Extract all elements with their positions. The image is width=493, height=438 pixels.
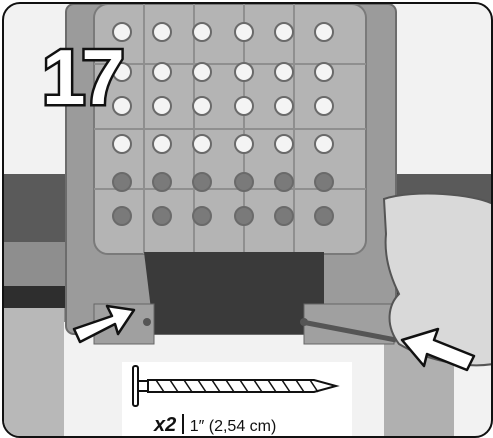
screw-thread (309, 379, 319, 393)
peg-hole (314, 134, 334, 154)
peg-hole (274, 172, 294, 192)
hardware-size: 1″ (2,54 cm) (189, 418, 277, 435)
peg-hole (274, 62, 294, 82)
peg-hole (112, 134, 132, 154)
assembly-illustration (4, 4, 491, 436)
peg-hole (274, 206, 294, 226)
peg-hole (234, 62, 254, 82)
hardware-callout (122, 362, 352, 436)
caption-divider (182, 414, 184, 434)
bracket-block (144, 252, 324, 334)
hardware-quantity: x2 (154, 414, 177, 436)
screw-thread (225, 379, 235, 393)
peg-hole (274, 134, 294, 154)
peg-hole (234, 22, 254, 42)
peg-hole (152, 172, 172, 192)
peg-hole (112, 96, 132, 116)
peg-hole (152, 22, 172, 42)
screw-thread (281, 379, 291, 393)
peg-hole (192, 62, 212, 82)
screw-thread (253, 379, 263, 393)
screw-thread (239, 379, 249, 393)
peg-hole (192, 96, 212, 116)
peg-hole (112, 172, 132, 192)
peg-hole (234, 96, 254, 116)
step-number: 17 (40, 33, 128, 121)
peg-hole (314, 22, 334, 42)
screw-thread (211, 379, 221, 393)
left-screw-hole (143, 318, 151, 326)
screwdriver-shaft (301, 319, 397, 343)
hardware-caption: x2 1″ (2,54 cm) (154, 411, 277, 436)
screw-thread (295, 379, 305, 393)
screw-thread (197, 379, 207, 393)
peg-hole (192, 206, 212, 226)
peg-hole (234, 134, 254, 154)
peg-hole (314, 62, 334, 82)
peg-hole (314, 206, 334, 226)
peg-hole (112, 206, 132, 226)
screw-thread (183, 379, 193, 393)
peg-hole (192, 172, 212, 192)
peg-hole (274, 96, 294, 116)
peg-hole (314, 172, 334, 192)
screw-thread (155, 379, 165, 393)
peg-hole (152, 96, 172, 116)
peg-holes (112, 22, 334, 226)
peg-hole (192, 134, 212, 154)
peg-hole (152, 206, 172, 226)
peg-hole (112, 22, 132, 42)
peg-hole (234, 206, 254, 226)
screw-thread (169, 379, 179, 393)
left-leg (4, 304, 64, 436)
left-arrow-icon (72, 304, 136, 344)
peg-hole (314, 96, 334, 116)
peg-hole (112, 62, 132, 82)
peg-hole (274, 22, 294, 42)
peg-hole (152, 134, 172, 154)
peg-hole (192, 22, 212, 42)
right-arrow-icon (400, 327, 476, 372)
screw-icon (132, 365, 340, 407)
peg-hole (234, 172, 254, 192)
screw-thread (267, 379, 277, 393)
peg-hole (152, 62, 172, 82)
hand (382, 192, 491, 367)
